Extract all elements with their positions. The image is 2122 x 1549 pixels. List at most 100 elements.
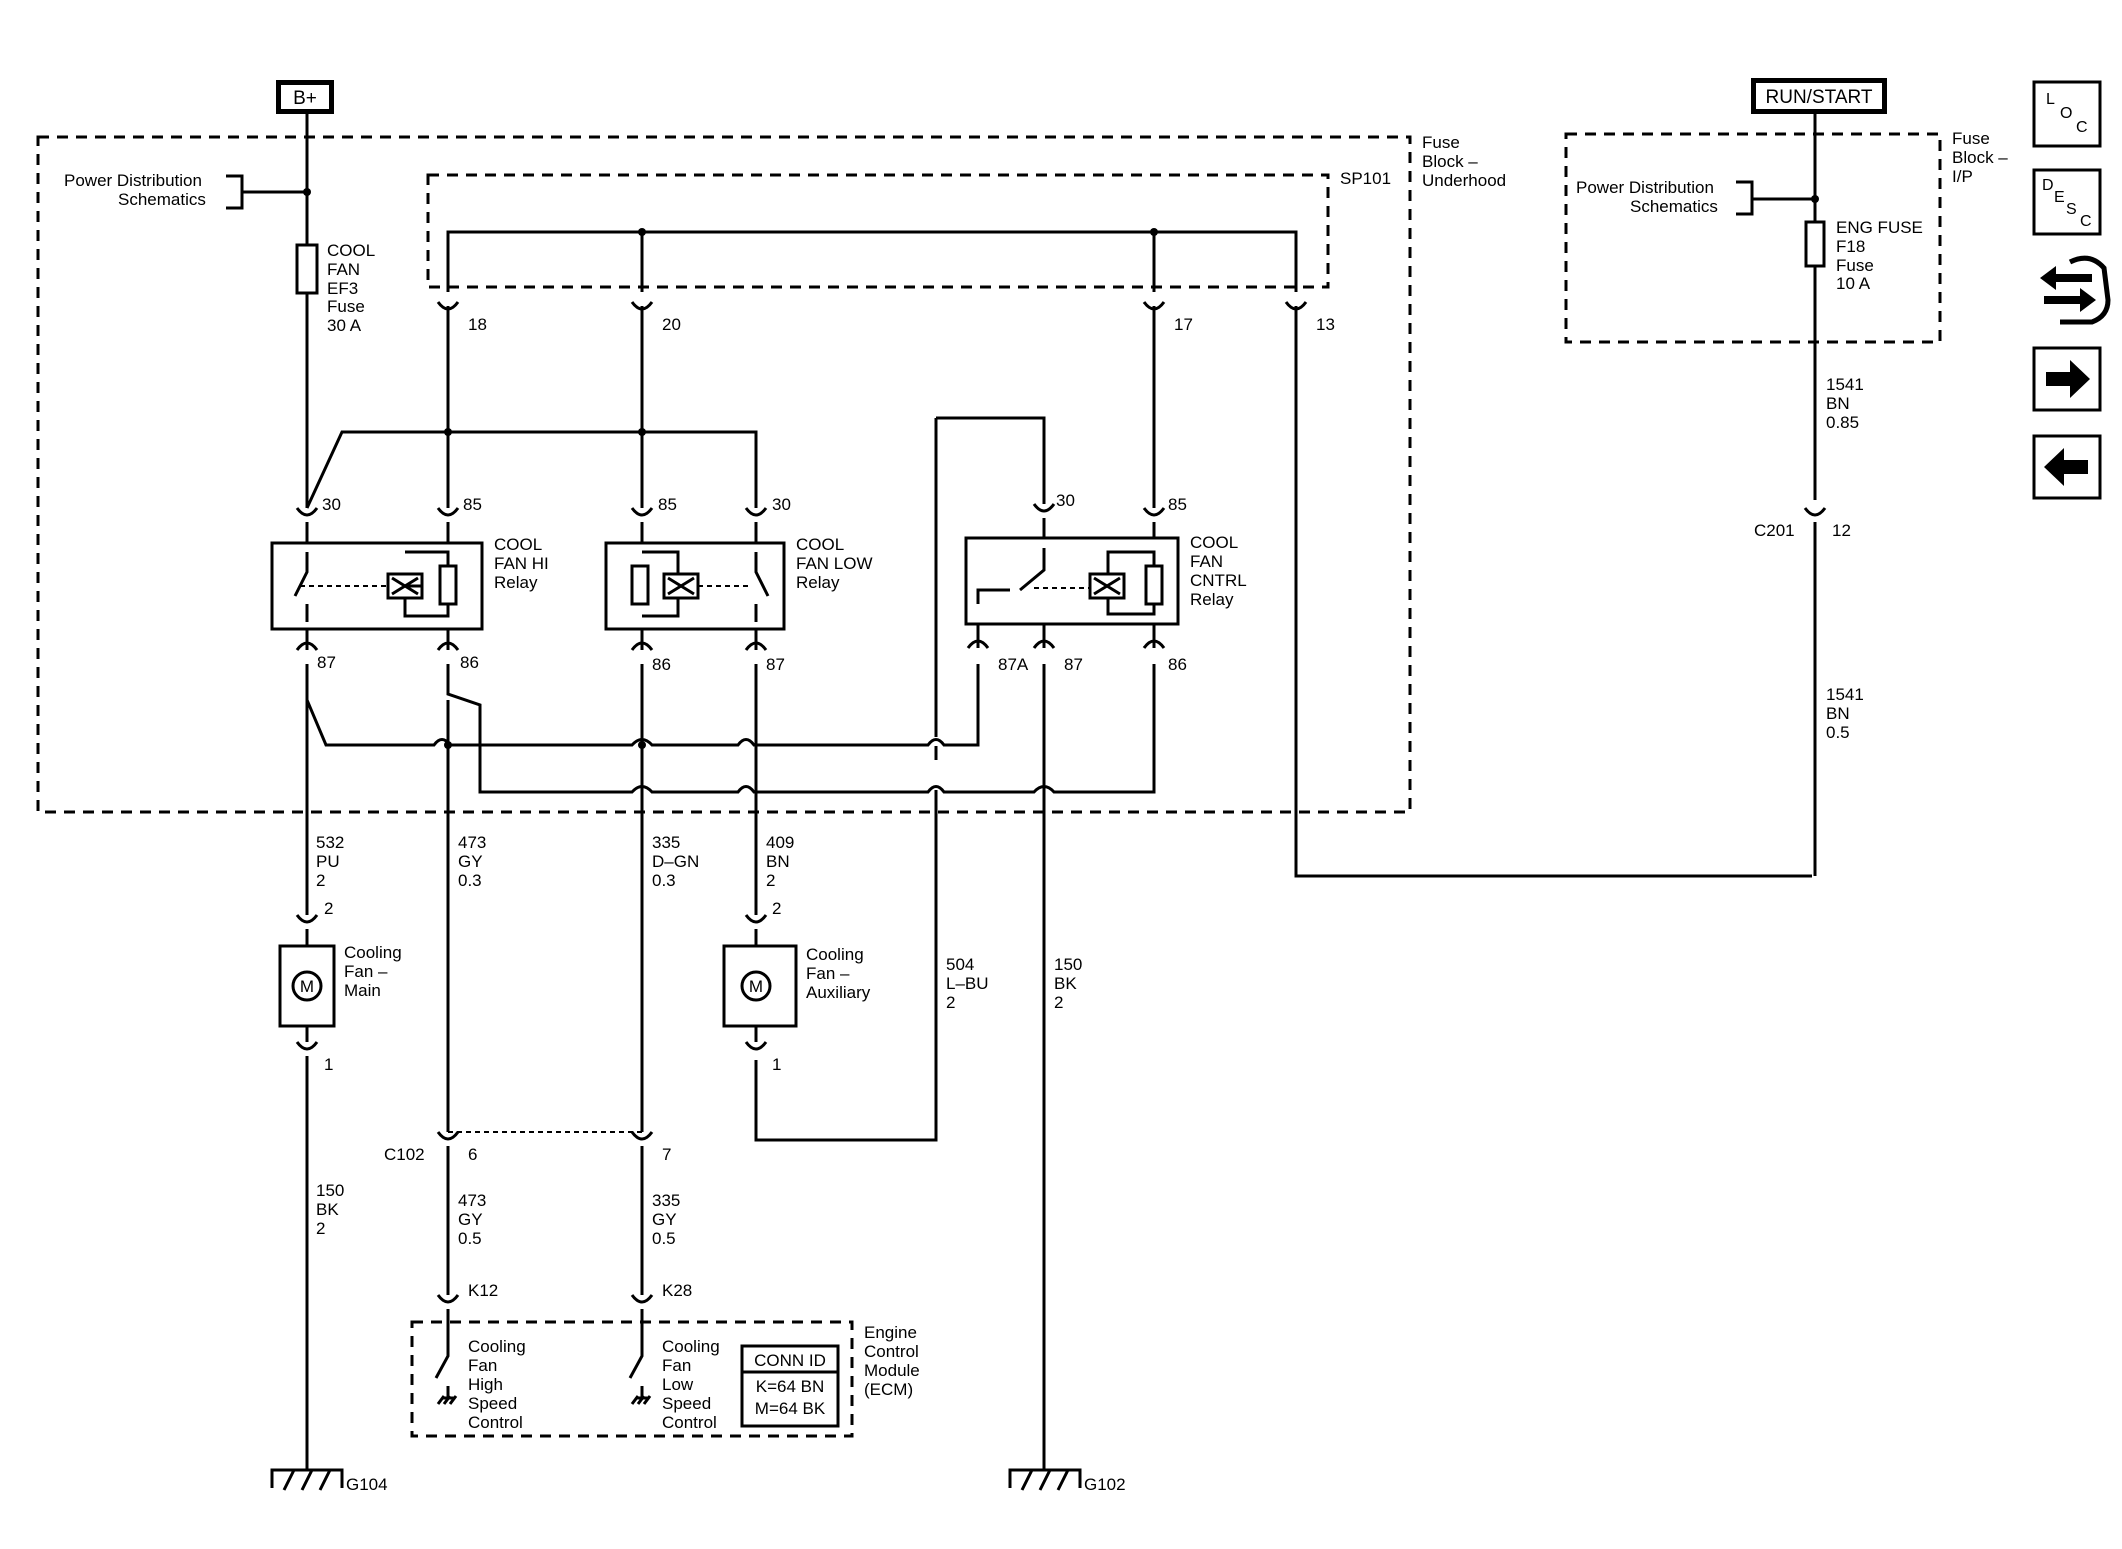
svg-text:FAN: FAN <box>1190 552 1223 571</box>
connector-c201: C201 12 <box>1754 507 1851 876</box>
next-button[interactable] <box>2032 346 2102 412</box>
svg-text:0.5: 0.5 <box>652 1229 676 1248</box>
svg-text:2: 2 <box>324 899 333 918</box>
svg-text:K28: K28 <box>662 1281 692 1300</box>
svg-text:Schematics: Schematics <box>118 190 206 209</box>
loc-icon: L O C <box>2046 91 2088 136</box>
svg-text:Low: Low <box>662 1375 694 1394</box>
svg-text:150: 150 <box>316 1181 344 1200</box>
svg-text:Speed: Speed <box>468 1394 517 1413</box>
fuse-ef3 <box>295 243 319 295</box>
svg-text:2: 2 <box>766 871 775 890</box>
svg-text:1: 1 <box>772 1055 781 1074</box>
svg-text:PU: PU <box>316 852 340 871</box>
svg-text:532: 532 <box>316 833 344 852</box>
svg-text:Fan: Fan <box>662 1356 691 1375</box>
svg-text:85: 85 <box>1168 495 1187 514</box>
svg-text:150: 150 <box>1054 955 1082 974</box>
svg-text:2: 2 <box>772 899 781 918</box>
svg-text:L–BU: L–BU <box>946 974 989 993</box>
loc-button[interactable]: L O C <box>2032 80 2102 148</box>
svg-text:G104: G104 <box>346 1475 388 1494</box>
svg-text:CONN ID: CONN ID <box>754 1351 826 1370</box>
svg-text:Speed: Speed <box>662 1394 711 1413</box>
svg-text:Fan –: Fan – <box>806 964 850 983</box>
svg-text:D: D <box>2042 177 2054 194</box>
svg-text:M: M <box>749 977 763 996</box>
conn-id-box <box>740 1344 840 1428</box>
svg-text:COOL: COOL <box>327 241 375 260</box>
svg-text:30 A: 30 A <box>327 316 362 335</box>
pds-ip-label: Power Distribution <box>1576 178 1714 197</box>
svg-text:Control: Control <box>864 1342 919 1361</box>
cooling-fan-aux-label: Cooling <box>806 945 864 964</box>
svg-text:473: 473 <box>458 833 486 852</box>
hand-arrows-icon <box>2040 255 2111 325</box>
svg-text:GY: GY <box>458 1210 483 1229</box>
prev-button[interactable] <box>2032 434 2102 500</box>
cooling-fan-main-label: Cooling <box>344 943 402 962</box>
splice-sp101-box <box>426 173 1330 289</box>
c102-label: C102 <box>384 1145 425 1164</box>
svg-text:(ECM): (ECM) <box>864 1380 913 1399</box>
pin-20: 20 <box>662 315 681 334</box>
svg-text:12: 12 <box>1832 521 1851 540</box>
svg-text:BN: BN <box>766 852 790 871</box>
desc-icon: D E S C <box>2042 177 2092 230</box>
arrow-left-icon <box>2044 448 2088 486</box>
fuse-ef3-label: COOL FAN EF3 Fuse 30 A <box>327 241 375 335</box>
connector-c102: C102 6 7 <box>384 1131 671 1295</box>
relay-low-label: COOL <box>796 535 844 554</box>
svg-text:2: 2 <box>316 871 325 890</box>
svg-text:87A: 87A <box>998 655 1029 674</box>
svg-text:0.3: 0.3 <box>458 871 482 890</box>
fuse-block-underhood: Fuse Block – Underhood SP101 Power Distr… <box>36 133 1506 814</box>
ground-g104: G104 <box>270 1468 388 1494</box>
svg-text:GY: GY <box>652 1210 677 1229</box>
pin-13: 13 <box>1316 315 1335 334</box>
svg-text:F18: F18 <box>1836 237 1865 256</box>
arrow-right-icon <box>2046 360 2090 398</box>
fuse-block-underhood-title: Fuse <box>1422 133 1460 152</box>
svg-text:K12: K12 <box>468 1281 498 1300</box>
cool-fan-cntrl-relay: 30 85 87A 87 86 COOL FAN CNTRL Relay <box>964 491 1247 674</box>
svg-text:G102: G102 <box>1084 1475 1126 1494</box>
svg-text:86: 86 <box>652 655 671 674</box>
svg-text:Relay: Relay <box>796 573 840 592</box>
svg-text:D–GN: D–GN <box>652 852 699 871</box>
svg-text:Relay: Relay <box>1190 590 1234 609</box>
svg-text:Control: Control <box>662 1413 717 1432</box>
svg-text:C: C <box>2076 119 2088 136</box>
svg-text:335: 335 <box>652 833 680 852</box>
svg-text:0.5: 0.5 <box>1826 723 1850 742</box>
svg-text:335: 335 <box>652 1191 680 1210</box>
splice-label: SP101 <box>1340 169 1391 188</box>
svg-text:L: L <box>2046 91 2055 108</box>
pin-17: 17 <box>1174 315 1193 334</box>
svg-text:30: 30 <box>1056 491 1075 510</box>
b-plus-source: B+ <box>276 80 334 114</box>
splice-pins: 18 20 17 13 <box>436 301 1335 334</box>
svg-text:Main: Main <box>344 981 381 1000</box>
ground-g102: G102 <box>1008 1468 1126 1494</box>
svg-text:BK: BK <box>316 1200 339 1219</box>
ecm-low-label: Cooling <box>662 1337 720 1356</box>
svg-text:BN: BN <box>1826 704 1850 723</box>
svg-text:10 A: 10 A <box>1836 274 1871 293</box>
svg-text:BN: BN <box>1826 394 1850 413</box>
svg-text:O: O <box>2060 105 2072 122</box>
svg-text:0.3: 0.3 <box>652 871 676 890</box>
hand-arrows-button[interactable] <box>2040 255 2111 325</box>
svg-text:87: 87 <box>1064 655 1083 674</box>
run-start-label: RUN/START <box>1766 87 1873 108</box>
svg-text:EF3: EF3 <box>327 279 358 298</box>
cooling-fan-main-motor: M 2 1 Cooling Fan – Main <box>278 899 402 1470</box>
c201-label: C201 <box>1754 521 1795 540</box>
svg-text:M: M <box>300 977 314 996</box>
svg-text:0.5: 0.5 <box>458 1229 482 1248</box>
desc-button[interactable]: D E S C <box>2032 168 2102 236</box>
svg-text:BK: BK <box>1054 974 1077 993</box>
svg-text:FAN HI: FAN HI <box>494 554 549 573</box>
svg-text:Relay: Relay <box>494 573 538 592</box>
